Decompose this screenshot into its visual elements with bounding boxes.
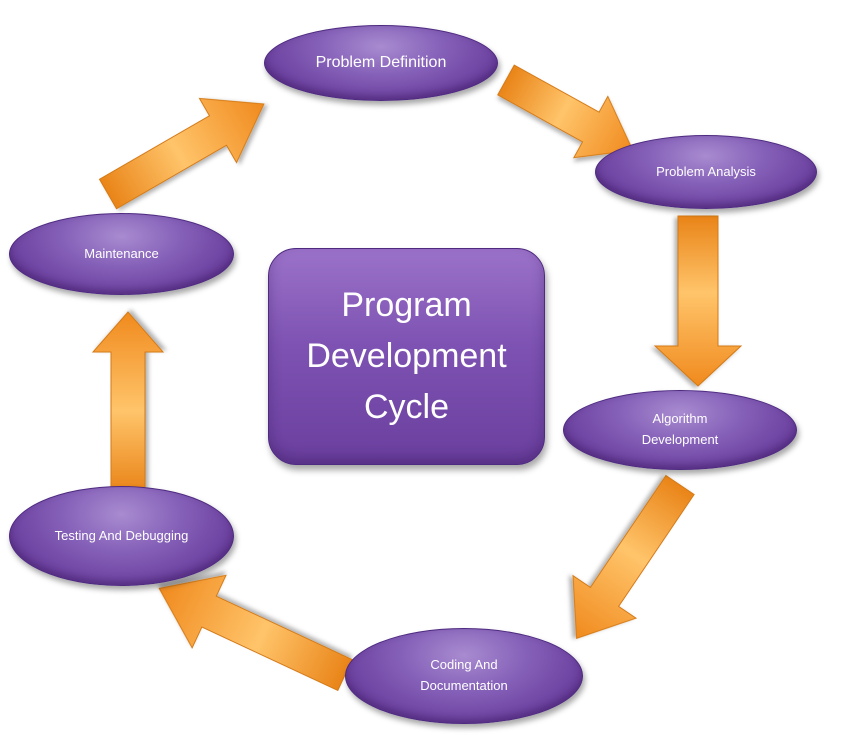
- center-title-box: Program Development Cycle: [268, 248, 545, 465]
- node-algorithm-development: Algorithm Development: [563, 390, 797, 470]
- arrow-algorithm-to-coding: [572, 474, 695, 640]
- node-testing-and-debugging: Testing And Debugging: [9, 486, 234, 586]
- node-label: Problem Definition: [315, 54, 447, 72]
- node-label-line-2: Development: [641, 432, 719, 447]
- node-problem-definition: Problem Definition: [264, 25, 498, 101]
- node-coding-and-documentation: Coding And Documentation: [345, 628, 583, 724]
- arrow-maintenance-to-definition: [98, 97, 265, 210]
- node-label: Problem Analysis: [656, 163, 756, 179]
- arrow-coding-to-testing: [158, 574, 353, 692]
- node-label-line-1: Algorithm: [652, 411, 708, 427]
- node-problem-analysis: Problem Analysis: [595, 135, 817, 209]
- node-label: Maintenance: [84, 245, 159, 261]
- node-label-line-2: Documentation: [420, 678, 508, 693]
- arrow-testing-to-maintenance: [91, 311, 165, 493]
- node-label-line-1: Coding And: [430, 657, 498, 673]
- center-title-line-1: Program: [341, 286, 472, 324]
- arrow-definition-to-analysis: [497, 64, 634, 159]
- node-label: Testing And Debugging: [54, 527, 189, 543]
- arrow-analysis-to-algorithm: [653, 215, 743, 387]
- center-title-line-3: Cycle: [363, 388, 450, 426]
- center-title-line-2: Development: [306, 337, 507, 375]
- node-maintenance: Maintenance: [9, 213, 234, 295]
